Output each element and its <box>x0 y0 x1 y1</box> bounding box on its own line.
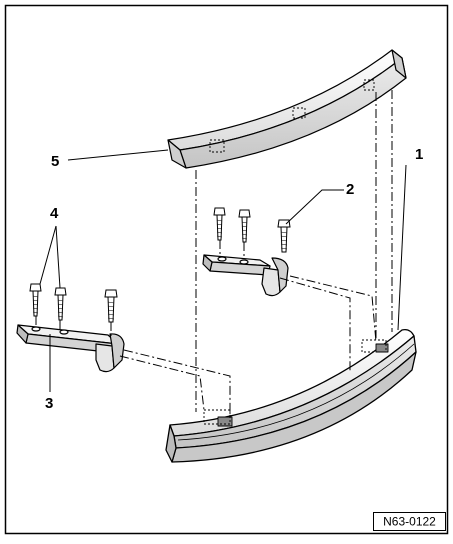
frame-border <box>4 4 449 535</box>
bolt <box>238 209 251 243</box>
bolt-group <box>29 207 291 323</box>
assembly-lines <box>35 90 393 416</box>
bolt <box>54 287 67 321</box>
bumper-reinforcement <box>165 328 417 463</box>
left-bracket <box>16 324 125 373</box>
label-part-1: 1 <box>415 146 423 163</box>
label-part-2: 2 <box>346 181 354 198</box>
bolt <box>213 207 226 241</box>
impact-absorber <box>167 49 407 169</box>
figure-code-box <box>373 512 446 531</box>
figure-code: N63-0122 <box>383 515 436 529</box>
right-bracket <box>202 254 289 297</box>
label-part-4: 4 <box>50 205 59 222</box>
bolt <box>29 283 42 317</box>
label-part-3: 3 <box>45 395 53 412</box>
label-part-5: 5 <box>51 153 59 170</box>
bolt <box>277 219 291 253</box>
bolt <box>104 289 118 323</box>
leader-lines <box>39 149 407 392</box>
